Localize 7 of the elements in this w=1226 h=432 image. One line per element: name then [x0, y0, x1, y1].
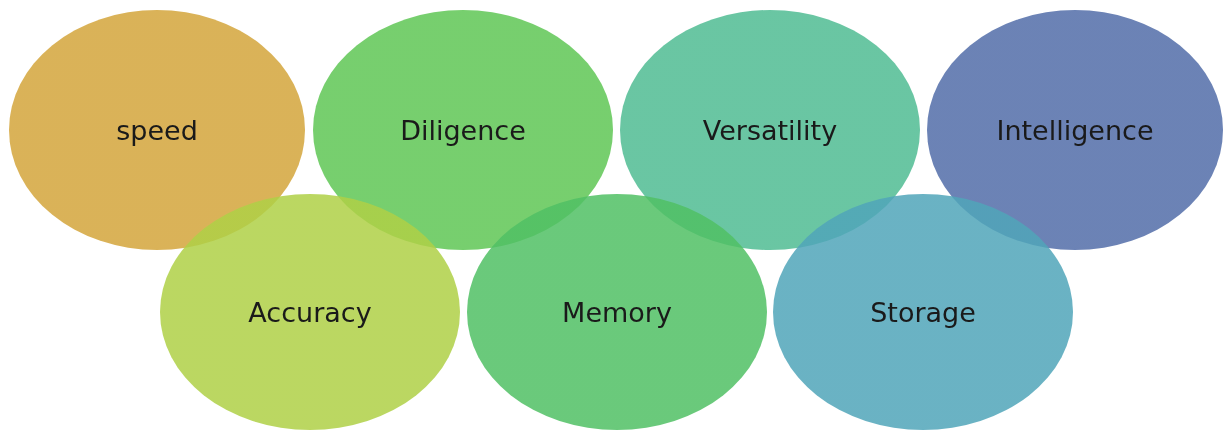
node-label: Accuracy: [248, 296, 372, 328]
node-label: Storage: [870, 296, 976, 328]
node-label: Intelligence: [996, 114, 1154, 146]
node-label: Memory: [562, 296, 672, 328]
node-label: Versatility: [702, 114, 838, 146]
node-label: Diligence: [400, 114, 526, 146]
node-label: speed: [116, 114, 198, 146]
